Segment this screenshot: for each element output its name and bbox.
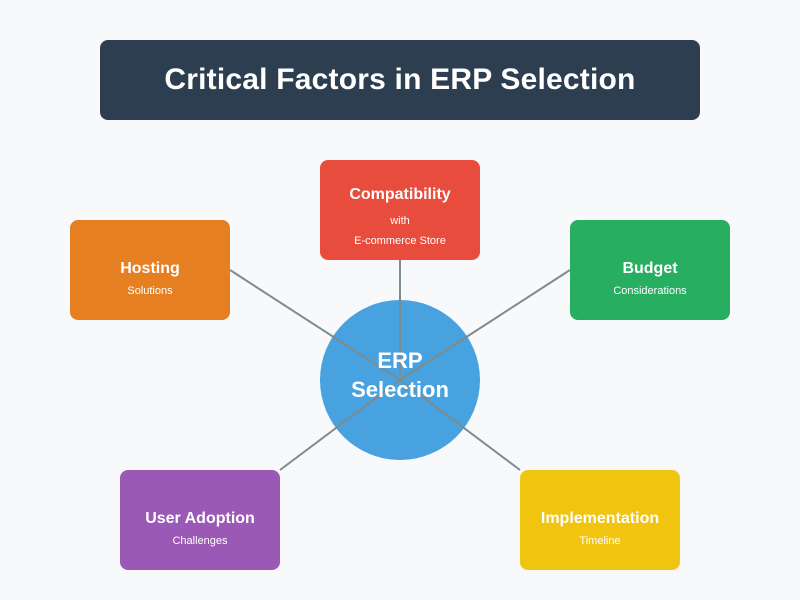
factor-subtitle: Solutions <box>127 285 173 297</box>
factor-subtitle: E-commerce Store <box>354 235 446 247</box>
erp-hub-label: ERP Selection <box>320 346 480 404</box>
connector-implementation-overlay <box>399 379 465 429</box>
factor-subtitle: Considerations <box>613 285 687 297</box>
factor-hosting: Hosting Solutions <box>70 220 230 320</box>
factor-user-adoption: User Adoption Challenges <box>120 470 280 570</box>
title-banner: Critical Factors in ERP Selection <box>100 40 700 120</box>
connector-user-adoption-overlay <box>335 379 401 429</box>
factor-budget: Budget Considerations <box>570 220 730 320</box>
factor-title: Budget <box>622 260 678 277</box>
factor-subtitle: Challenges <box>172 535 228 547</box>
factor-title: Compatibility <box>349 186 451 203</box>
connector-hosting-overlay <box>331 335 401 381</box>
hub-label-line-2: Selection <box>351 377 449 402</box>
hub-label-line-1: ERP <box>377 348 423 373</box>
factor-title: Hosting <box>120 260 180 277</box>
factor-compatibility: Compatibility with E-commerce Store <box>320 160 480 260</box>
factor-subtitle: Timeline <box>579 535 621 547</box>
connector-budget-overlay <box>399 335 469 381</box>
factor-subtitle: with <box>390 215 410 227</box>
factor-implementation: Implementation Timeline <box>520 470 680 570</box>
factor-title: Implementation <box>540 510 660 527</box>
page-title: Critical Factors in ERP Selection <box>164 63 636 96</box>
factor-title: User Adoption <box>145 510 255 527</box>
